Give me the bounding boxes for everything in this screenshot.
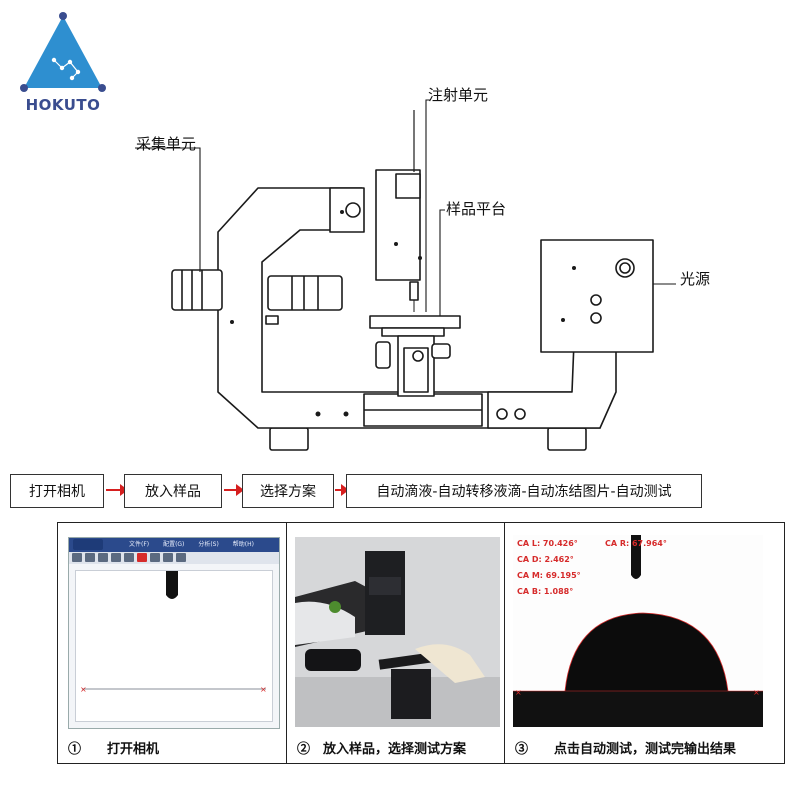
software-title-bar: 文件(F) 配置(G) 分析(S) 帮助(H) [69,538,279,552]
panel-place-sample: ② 放入样品，选择测试方案 [286,523,505,763]
tool-icon[interactable] [85,553,95,562]
callout-acquisition-unit: 采集单元 [136,135,197,153]
menu-config[interactable]: 配置(G) [163,541,185,548]
menu-help[interactable]: 帮助(H) [232,541,254,548]
callout-injection-unit: 注射单元 [428,86,489,104]
reading-ca-d: CA D: 2.462° [517,555,574,564]
camera-view: × × [75,570,273,722]
instrument-diagram [135,99,676,451]
sample-stage [369,315,461,329]
panel-auto-test: × × CA L: 70.426° CA R: 67.964° CA D: 2.… [504,523,785,763]
reading-ca-m: CA M: 69.195° [517,571,581,580]
camera-view-graphic: × × [80,571,267,694]
flow-arrow-2 [224,484,244,496]
camera-open-icon[interactable] [137,553,147,562]
callout-sample-stage: 样品平台 [446,200,507,218]
left-foot [269,427,309,451]
step-place-sample: 放入样品 [124,474,222,508]
step-panels: 文件(F) 配置(G) 分析(S) 帮助(H) [57,522,785,764]
panel-3-caption: ③ 点击自动测试，测试完输出结果 [515,742,737,757]
panel-open-camera: 文件(F) 配置(G) 分析(S) 帮助(H) [58,523,286,763]
tool-icon[interactable] [163,553,173,562]
result-image: × × CA L: 70.426° CA R: 67.964° CA D: 2.… [513,535,763,727]
tool-icon[interactable] [98,553,108,562]
leader-acquisition [135,147,201,272]
tool-icon[interactable] [111,553,121,562]
camera-lens [171,269,223,311]
reading-ca-l: CA L: 70.426° [517,539,578,548]
panel-2-caption: ② 放入样品，选择测试方案 [297,742,467,757]
svg-text:×: × [80,685,87,694]
tool-icon[interactable] [72,553,82,562]
tool-icon[interactable] [176,553,186,562]
software-menu: 文件(F) 配置(G) 分析(S) 帮助(H) [129,539,266,548]
reading-ca-r: CA R: 67.964° [605,539,667,548]
menu-analysis[interactable]: 分析(S) [198,541,219,548]
hokuto-logo: HOKUTO [18,12,108,114]
leader-stage [439,209,445,316]
light-source-box [540,239,654,353]
sample-photo-graphic [295,537,500,727]
menu-file[interactable]: 文件(F) [129,541,150,548]
step-open-camera: 打开相机 [10,474,104,508]
software-window: 文件(F) 配置(G) 分析(S) 帮助(H) [68,537,280,729]
step-select-scheme: 选择方案 [242,474,334,508]
flow-arrow-3 [335,484,349,496]
step-auto-test: 自动滴液-自动转移液滴-自动冻结图片-自动测试 [346,474,702,508]
svg-text:×: × [753,688,760,697]
tool-icon[interactable] [124,553,134,562]
svg-text:×: × [515,688,522,697]
panel-1-caption: ① 打开相机 [68,742,160,757]
flow-arrow-1 [106,484,128,496]
logo-triangle-icon [20,12,106,92]
svg-text:×: × [260,685,267,694]
logo-text: HOKUTO [25,96,101,114]
process-flow: 打开相机 放入样品 选择方案 自动滴液-自动转移液滴-自动冻结图片-自动测试 [10,474,800,510]
droplet-result-graphic: × × [513,535,763,727]
tool-icon[interactable] [150,553,160,562]
callout-light-source: 光源 [680,270,711,288]
sample-photo [295,537,500,727]
software-logo [73,539,103,550]
inner-lens [267,275,343,311]
software-toolbar [69,552,279,564]
right-foot [547,427,587,451]
leader-injection [425,99,430,312]
reading-ca-b: CA B: 1.088° [517,587,574,596]
